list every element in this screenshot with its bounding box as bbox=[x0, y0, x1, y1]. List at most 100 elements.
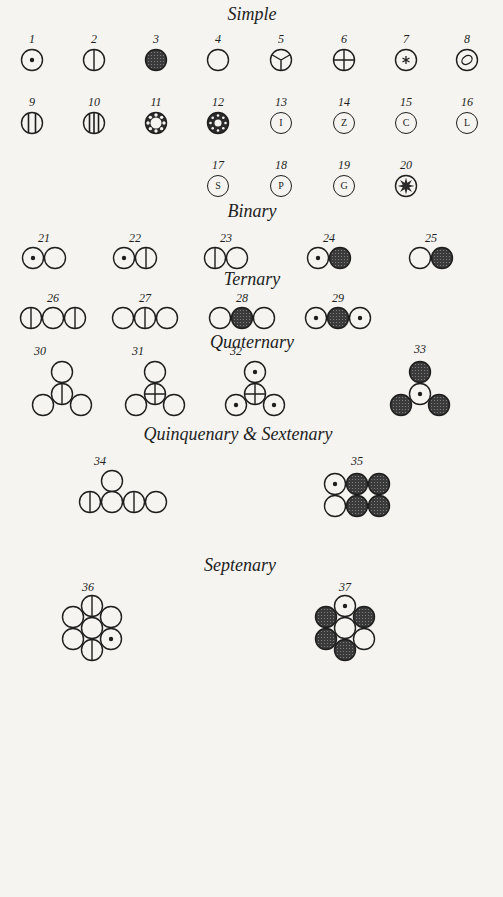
atom-symbol bbox=[457, 50, 478, 71]
callout-number: 15 bbox=[400, 96, 412, 109]
callout-number: 6 bbox=[341, 33, 347, 46]
atom-symbol bbox=[325, 474, 346, 495]
atom-symbol bbox=[396, 50, 417, 71]
callout-number: 1 bbox=[29, 33, 35, 46]
atom-symbol bbox=[43, 308, 64, 329]
callout-number: 32 bbox=[230, 345, 242, 358]
atom-symbol bbox=[124, 492, 145, 513]
atom-symbol bbox=[245, 362, 266, 383]
atom-symbol bbox=[45, 248, 66, 269]
callout-number: 23 bbox=[220, 232, 232, 245]
element-letter: S bbox=[215, 181, 221, 191]
callout-number: 33 bbox=[414, 343, 426, 356]
atom-symbol bbox=[21, 308, 42, 329]
atom-symbol bbox=[335, 618, 356, 639]
atom-symbol bbox=[102, 492, 123, 513]
atom-symbol bbox=[164, 395, 185, 416]
atom-symbol bbox=[146, 50, 167, 71]
callout-number: 27 bbox=[139, 292, 151, 305]
callout-number: 18 bbox=[275, 159, 287, 172]
atom-symbol bbox=[82, 640, 103, 661]
callout-number: 13 bbox=[275, 96, 287, 109]
callout-number: 8 bbox=[464, 33, 470, 46]
callout-number: 10 bbox=[88, 96, 100, 109]
atom-symbol bbox=[22, 113, 43, 134]
atom-symbol bbox=[22, 50, 43, 71]
atom-symbol bbox=[145, 362, 166, 383]
callout-number: 25 bbox=[425, 232, 437, 245]
callout-number: 22 bbox=[129, 232, 141, 245]
atom-symbol bbox=[23, 248, 44, 269]
callout-number: 24 bbox=[323, 232, 335, 245]
element-circle: G bbox=[333, 175, 355, 197]
atom-symbol bbox=[334, 50, 355, 71]
atom-symbol bbox=[84, 50, 105, 71]
atom-symbol bbox=[82, 618, 103, 639]
atom-symbol bbox=[126, 395, 147, 416]
callout-number: 36 bbox=[82, 581, 94, 594]
callout-number: 14 bbox=[338, 96, 350, 109]
callout-number: 31 bbox=[132, 345, 144, 358]
element-letter: G bbox=[340, 181, 347, 191]
atom-symbol bbox=[354, 629, 375, 650]
atom-symbol bbox=[254, 308, 275, 329]
atom-symbol bbox=[145, 384, 166, 405]
element-letter: C bbox=[403, 118, 410, 128]
callout-number: 9 bbox=[29, 96, 35, 109]
callout-number: 37 bbox=[339, 581, 351, 594]
atom-symbol bbox=[410, 362, 431, 383]
element-circle: S bbox=[207, 175, 229, 197]
atom-symbol bbox=[432, 248, 453, 269]
element-letter: I bbox=[279, 118, 282, 128]
atom-symbol bbox=[146, 113, 167, 134]
callout-number: 5 bbox=[278, 33, 284, 46]
atom-symbol bbox=[63, 607, 84, 628]
atom-symbol bbox=[114, 248, 135, 269]
atom-symbol bbox=[52, 362, 73, 383]
atom-symbol bbox=[101, 629, 122, 650]
callout-number: 4 bbox=[215, 33, 221, 46]
callout-number: 30 bbox=[34, 345, 46, 358]
atom-symbol bbox=[369, 474, 390, 495]
atom-symbol bbox=[316, 607, 337, 628]
atom-symbol bbox=[391, 395, 412, 416]
atom-symbol bbox=[396, 176, 417, 197]
atom-symbol bbox=[232, 308, 253, 329]
element-circle: L bbox=[456, 112, 478, 134]
section-heading: Ternary bbox=[224, 270, 280, 290]
element-letter: Z bbox=[341, 118, 347, 128]
atom-symbol bbox=[347, 496, 368, 517]
atom-symbol bbox=[146, 492, 167, 513]
callout-number: 35 bbox=[351, 455, 363, 468]
atom-symbol bbox=[136, 248, 157, 269]
element-letter: L bbox=[464, 118, 470, 128]
atom-symbol bbox=[80, 492, 101, 513]
atom-symbol bbox=[208, 113, 229, 134]
atom-symbol bbox=[33, 395, 54, 416]
atom-symbol bbox=[350, 308, 371, 329]
atom-symbol bbox=[101, 607, 122, 628]
atom-symbol bbox=[429, 395, 450, 416]
atom-symbol bbox=[210, 308, 231, 329]
atom-symbol bbox=[71, 395, 92, 416]
atom-symbol bbox=[306, 308, 327, 329]
atom-symbol bbox=[245, 384, 266, 405]
atom-symbol bbox=[208, 50, 229, 71]
callout-number: 7 bbox=[403, 33, 409, 46]
atom-symbol bbox=[84, 113, 105, 134]
callout-number: 11 bbox=[150, 96, 161, 109]
callout-number: 2 bbox=[91, 33, 97, 46]
atom-symbol bbox=[63, 629, 84, 650]
atom-symbol bbox=[354, 607, 375, 628]
atom-symbol bbox=[65, 308, 86, 329]
atom-symbol bbox=[410, 384, 431, 405]
atom-symbol bbox=[335, 596, 356, 617]
atom-symbol bbox=[52, 384, 73, 405]
callout-number: 16 bbox=[461, 96, 473, 109]
atom-symbol bbox=[135, 308, 156, 329]
element-circle: I bbox=[270, 112, 292, 134]
atom-symbol bbox=[227, 248, 248, 269]
callout-number: 26 bbox=[47, 292, 59, 305]
